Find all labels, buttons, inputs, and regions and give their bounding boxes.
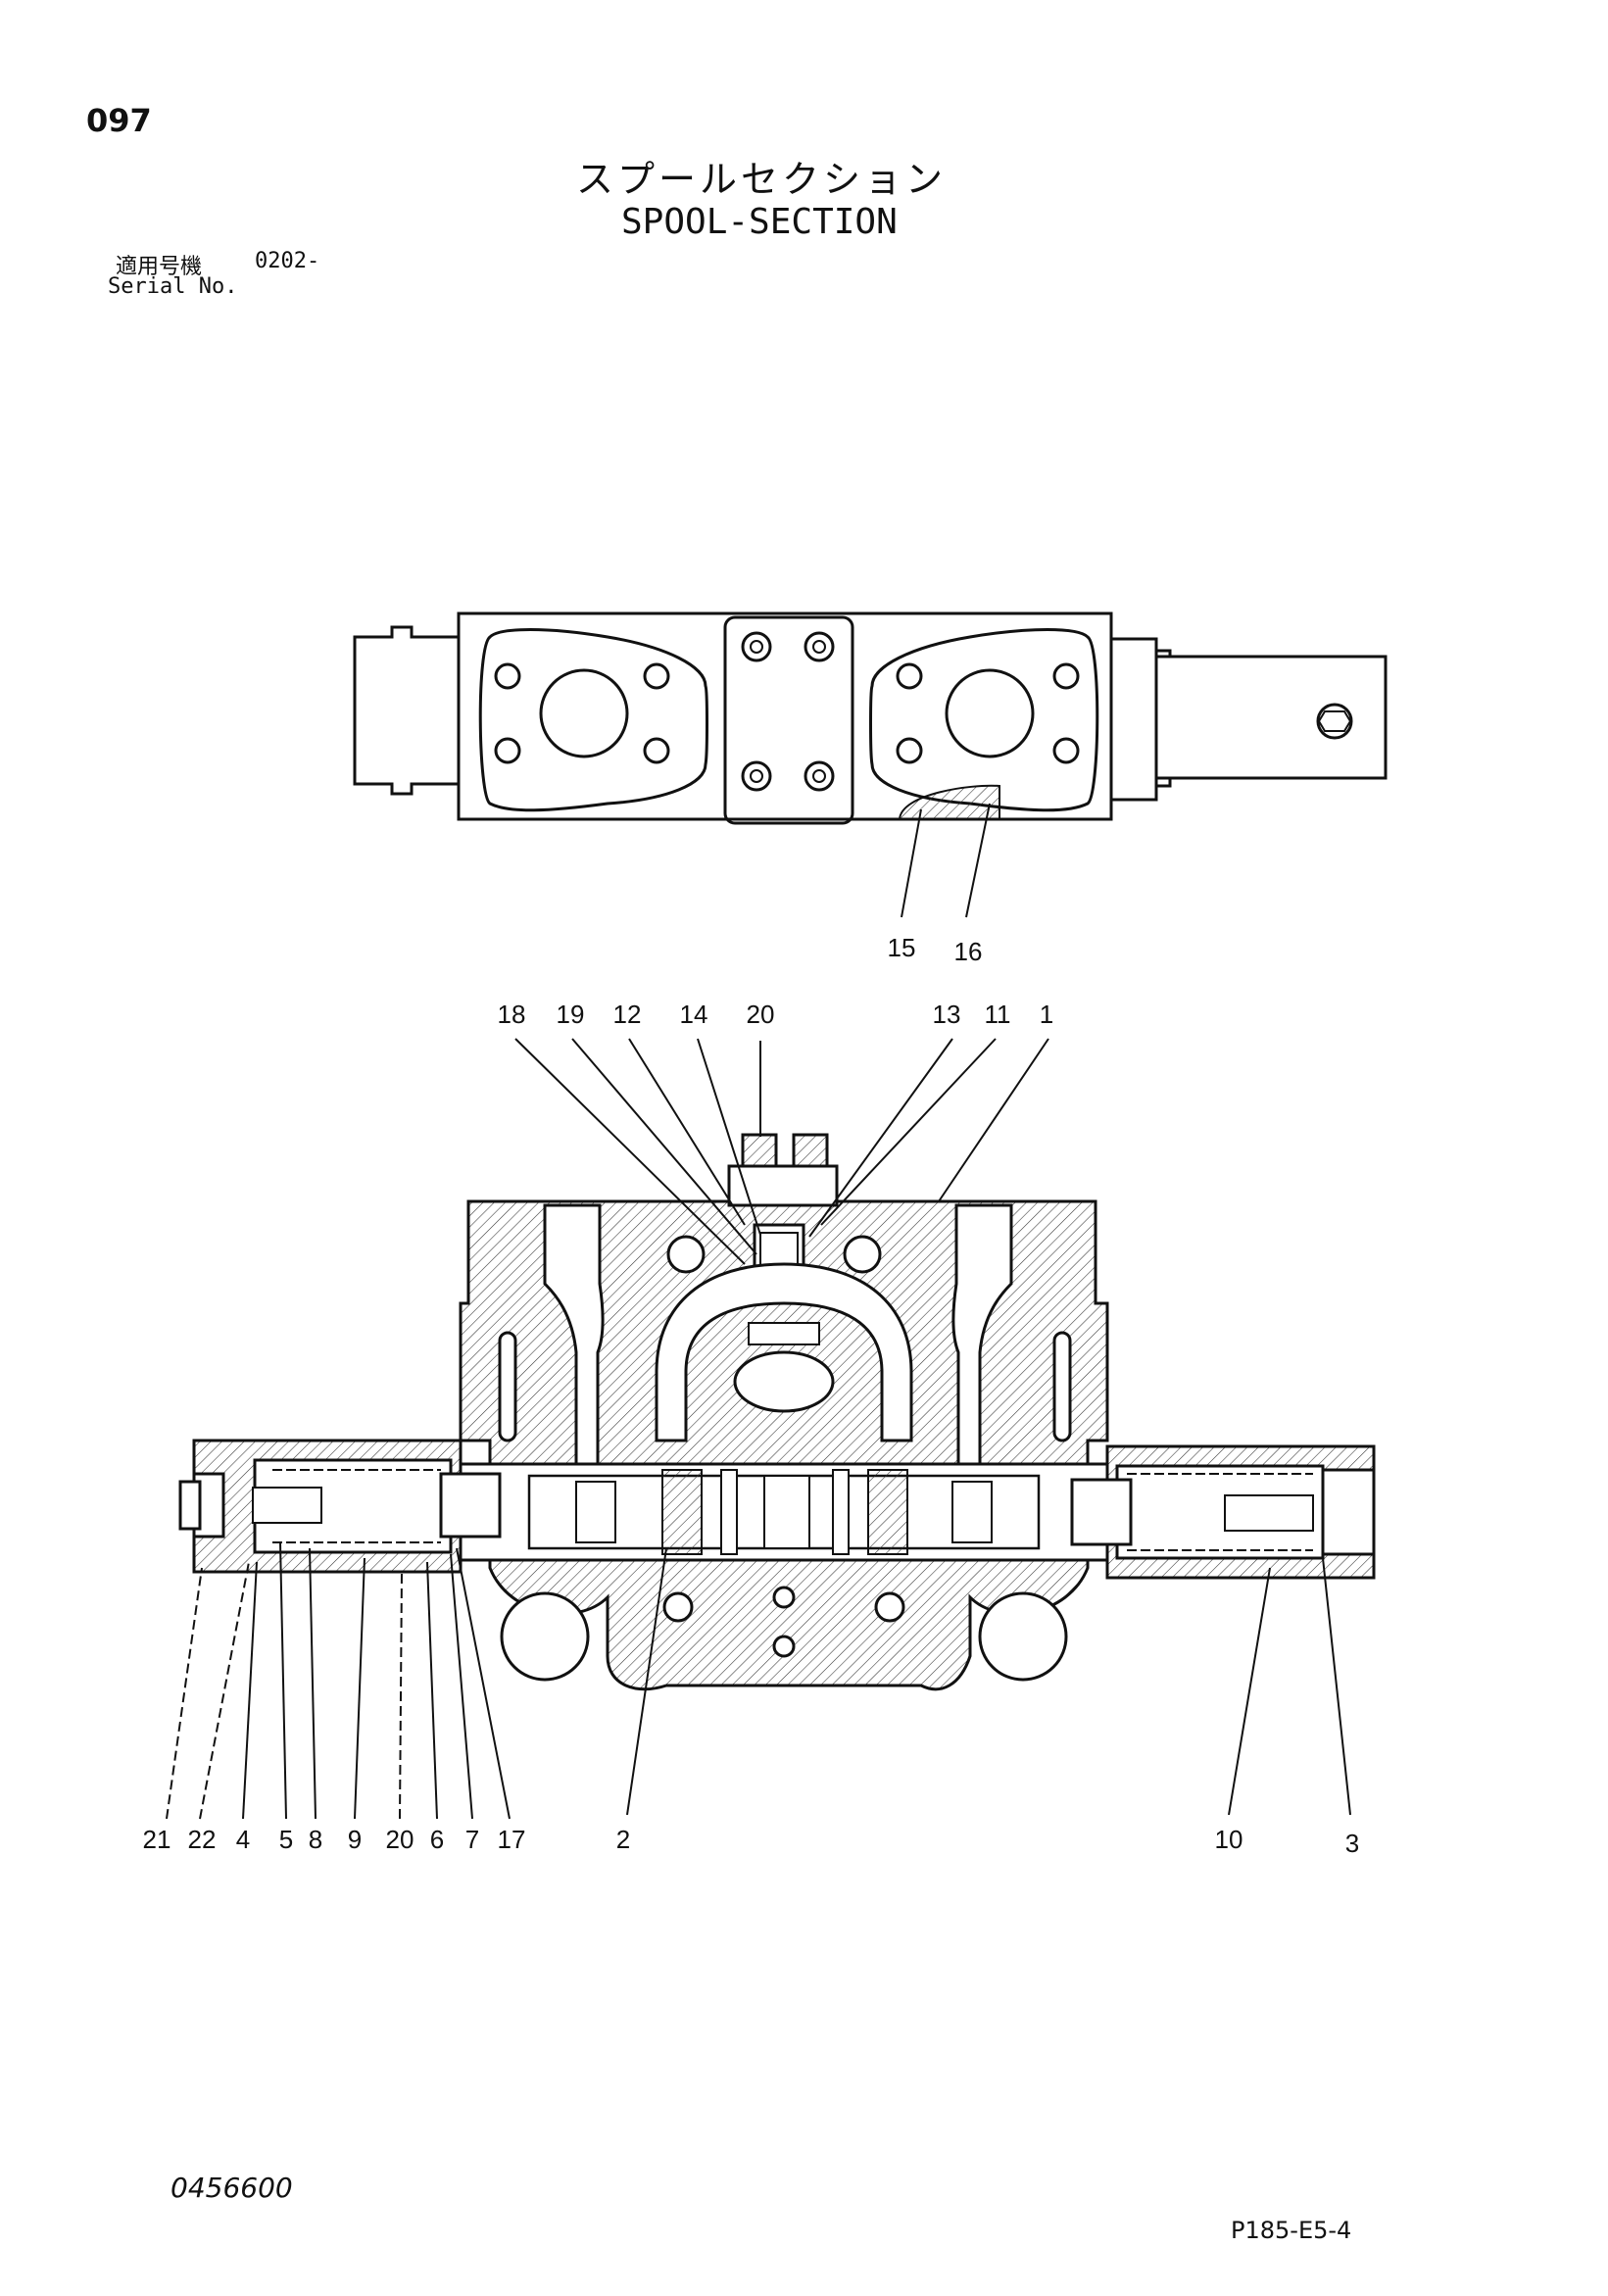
callout-4: 4	[236, 1825, 250, 1854]
serial-number-range: 0202-	[255, 249, 320, 273]
callout-15: 15	[888, 933, 916, 962]
callout-6: 6	[430, 1825, 444, 1854]
callout-21: 21	[143, 1825, 171, 1854]
callout-leaders	[166, 1038, 1351, 1820]
callout-5: 5	[279, 1825, 293, 1854]
page-number: 097	[86, 102, 152, 139]
page-code: P185-E5-4	[1231, 2217, 1352, 2244]
callout-3: 3	[1345, 1829, 1359, 1858]
callout-12: 12	[613, 1000, 642, 1029]
callout-20-top: 20	[747, 1000, 775, 1029]
callout-22: 22	[188, 1825, 217, 1854]
serial-label-japanese: 適用号機	[116, 255, 203, 279]
callout-8: 8	[309, 1825, 322, 1854]
callout-20-bottom: 20	[386, 1825, 414, 1854]
callout-1: 1	[1040, 1000, 1053, 1029]
page-title-japanese: スプールセクション	[576, 158, 948, 201]
callout-18: 18	[498, 1000, 526, 1029]
callout-14: 14	[680, 1000, 708, 1029]
page-title-english: SPOOL-SECTION	[621, 202, 898, 242]
callout-17: 17	[498, 1825, 526, 1854]
callout-13: 13	[933, 1000, 961, 1029]
callout-10: 10	[1215, 1825, 1243, 1854]
document-number: 0456600	[171, 2172, 293, 2204]
callout-2: 2	[616, 1825, 630, 1854]
callout-9: 9	[348, 1825, 362, 1854]
callout-16: 16	[954, 937, 983, 966]
callout-7: 7	[465, 1825, 479, 1854]
serial-label-english: Serial No.	[108, 274, 238, 299]
top-view-assembly	[353, 611, 1388, 918]
spool-cross-section	[178, 1133, 1376, 1691]
callout-19: 19	[557, 1000, 585, 1029]
callout-11: 11	[985, 1000, 1011, 1029]
callout-labels: 15 16 18 19 12 14 20 13 11 1 21 22 4 5 8…	[143, 933, 1360, 1858]
